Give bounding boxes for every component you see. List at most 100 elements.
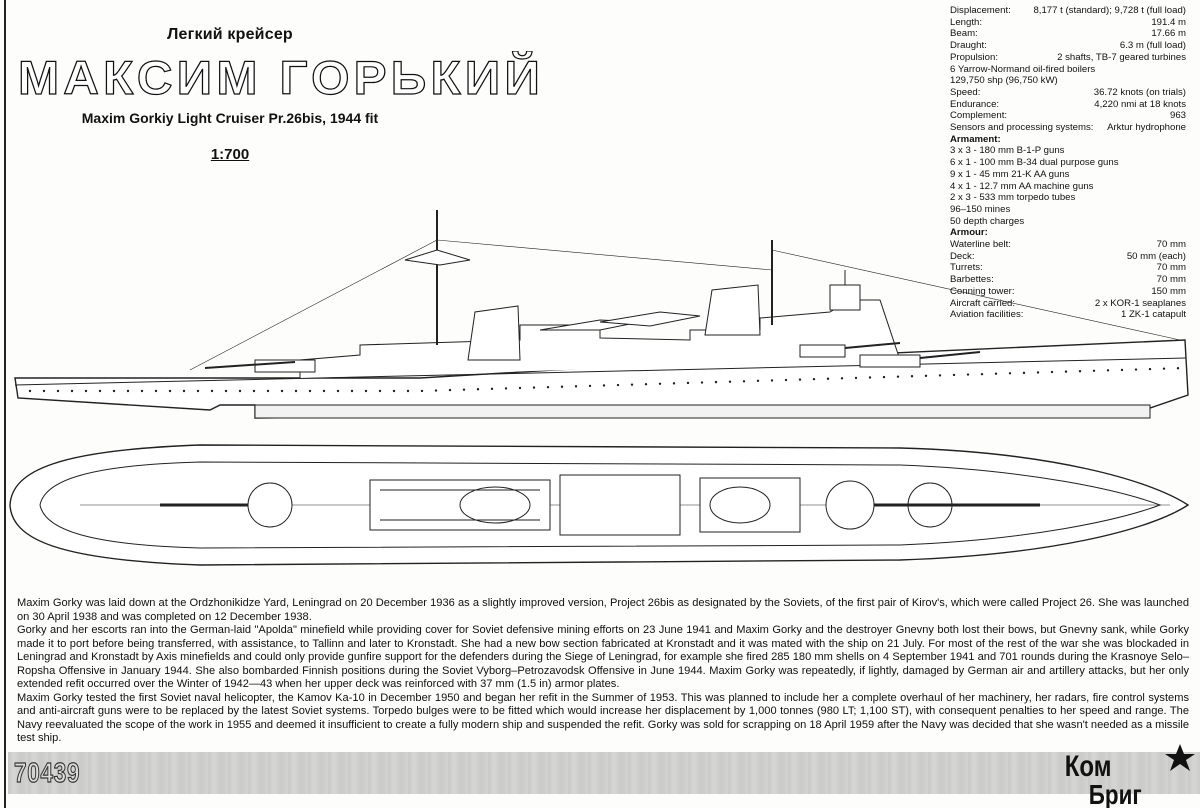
spec-value: 1 ZK-1 catapult: [1120, 309, 1186, 321]
armament-heading: Armament:: [950, 133, 1001, 145]
spec-label: Displacement:: [950, 5, 1011, 16]
spec-value: 8,177 t (standard); 9,728 t (full load): [1033, 5, 1186, 16]
spec-row: Speed:36.72 knots (on trials): [950, 87, 1186, 99]
porthole: [266, 389, 270, 393]
spec-row: Aircraft carried: 2 x KOR-1 seaplanes: [950, 298, 1186, 310]
porthole: [308, 389, 312, 393]
spec-row: Displacement: 8,177 t (standard); 9,728 t…: [950, 5, 1186, 17]
specifications-table: Displacement: 8,177 t (standard); 9,728 t…: [950, 5, 1186, 321]
svg-text:Бриг: Бриг: [1089, 780, 1142, 808]
spec-value: 2 shafts, TB-7 geared turbines: [1057, 51, 1186, 63]
porthole: [910, 375, 914, 378]
spec-label: Propulsion:: [950, 51, 998, 63]
spec-value: 70 mm: [1156, 239, 1186, 251]
porthole: [406, 389, 410, 393]
spec-label: Beam:: [950, 28, 978, 40]
porthole: [896, 375, 900, 378]
spec-row: Waterline belt:70 mm: [950, 239, 1186, 251]
spec-value: 17.66 m: [1151, 28, 1186, 40]
porthole: [770, 379, 774, 382]
porthole: [518, 386, 522, 390]
porthole: [336, 389, 340, 393]
history-paragraph: Gorky and her escorts ran into the Germa…: [17, 624, 1189, 690]
footer-bar: [8, 752, 1200, 794]
porthole: [84, 389, 88, 393]
spec-label: Aircraft carried:: [950, 297, 1016, 309]
porthole: [1078, 370, 1082, 373]
spec-item: 96–150 mines: [950, 203, 1011, 215]
spec-label: Length:: [950, 16, 983, 28]
history-text: Maxim Gorky was laid down at the Ordzhon…: [17, 597, 1189, 746]
porthole: [966, 373, 970, 376]
porthole: [1106, 369, 1110, 372]
porthole: [616, 383, 620, 387]
spec-label: Sensors and processing systems:: [950, 122, 1094, 134]
porthole: [1120, 368, 1124, 372]
porthole: [56, 389, 60, 393]
armour-heading: Armour:: [950, 227, 988, 239]
spec-row: 6 x 1 - 100 mm B-34 dual purpose guns: [950, 157, 1186, 169]
spec-line: 6 Yarrow-Normand oil-fired boilers: [950, 63, 1096, 75]
porthole: [1064, 370, 1068, 373]
kombrig-logo: Ком Бриг: [1065, 744, 1195, 808]
spec-row: Aviation facilities: 1 ZK-1 catapult: [950, 309, 1186, 321]
porthole: [812, 377, 816, 381]
porthole: [196, 389, 200, 393]
porthole: [1008, 372, 1012, 375]
spec-value: 70 mm: [1156, 274, 1186, 286]
porthole: [630, 383, 634, 386]
spec-label: Deck:: [950, 250, 975, 262]
porthole: [840, 377, 844, 380]
porthole: [1134, 368, 1138, 371]
porthole: [448, 388, 452, 392]
porthole: [924, 374, 928, 378]
porthole: [350, 389, 354, 393]
spec-row: 9 x 1 - 45 mm 21-K AA guns: [950, 169, 1186, 181]
page-border: [4, 0, 6, 808]
spec-item: 50 depth charges: [950, 215, 1025, 227]
porthole: [854, 376, 858, 380]
porthole: [378, 389, 382, 393]
porthole: [98, 389, 102, 393]
porthole: [1022, 371, 1026, 375]
porthole: [1176, 367, 1180, 370]
spec-value: 150 mm: [1151, 285, 1186, 297]
porthole: [280, 389, 284, 393]
spec-item: 4 x 1 - 12.7 mm AA machine guns: [950, 180, 1094, 192]
spec-row: Endurance:4,220 nmi at 18 knots: [950, 99, 1186, 111]
porthole: [798, 378, 802, 381]
side-profile-drawing: [14, 210, 1189, 419]
porthole: [238, 389, 242, 393]
spec-row: Propulsion: 2 shafts, TB-7 geared turbine…: [950, 52, 1186, 64]
spec-value: 2 x KOR-1 seaplanes: [1094, 297, 1186, 309]
spec-label: Speed:: [950, 86, 981, 98]
spec-label: Aviation facilities:: [950, 309, 1024, 321]
porthole: [546, 385, 550, 389]
star-icon: [1165, 744, 1195, 771]
porthole: [938, 374, 942, 377]
porthole: [658, 382, 662, 385]
spec-row: Deck: 50 mm (each): [950, 251, 1186, 263]
porthole: [364, 389, 368, 393]
porthole: [1148, 367, 1152, 371]
spec-value: Arktur hydrophone: [1107, 122, 1186, 134]
spec-row: Beam: 17.66 m: [950, 28, 1186, 40]
scale-label: 1:700: [210, 146, 250, 163]
spec-row: 50 depth charges: [950, 216, 1186, 228]
title-english: Maxim Gorkiy Light Cruiser Pr.26bis, 194…: [81, 110, 379, 126]
porthole: [70, 389, 74, 393]
spec-value: 963: [1169, 110, 1186, 122]
porthole: [1162, 367, 1166, 370]
porthole: [952, 373, 956, 377]
porthole: [742, 380, 746, 383]
porthole: [252, 389, 256, 393]
spec-row: 4 x 1 - 12.7 mm AA machine guns: [950, 181, 1186, 193]
porthole: [434, 389, 438, 392]
porthole: [868, 376, 872, 379]
spec-value: 50 mm (each): [1126, 250, 1186, 262]
porthole: [490, 387, 494, 391]
porthole: [28, 389, 32, 393]
spec-value: 4,220 nmi at 18 knots: [1094, 98, 1186, 110]
porthole: [994, 372, 998, 375]
spec-label: Draught:: [950, 40, 987, 52]
